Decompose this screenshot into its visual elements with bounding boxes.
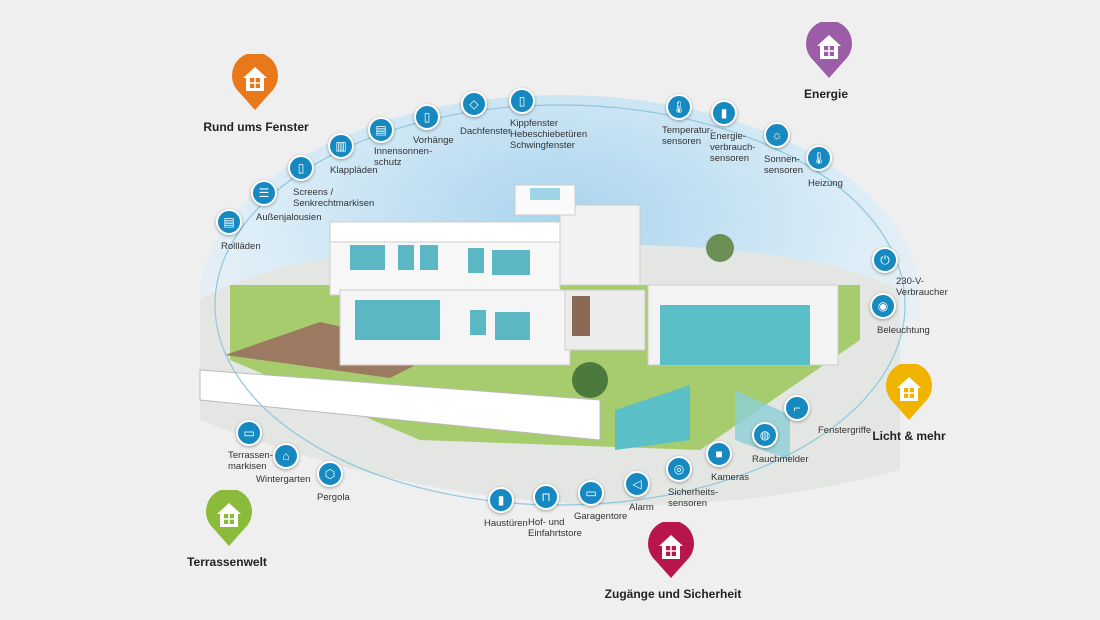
awning-icon[interactable]: ▭ (236, 420, 262, 446)
window-handle-icon[interactable]: ⌐ (784, 395, 810, 421)
roller-shutter-icon[interactable]: ▤ (216, 209, 242, 235)
item-label: Beleuchtung (877, 325, 930, 336)
item-label: Kippfenster Hebeschiebetüren Schwingfens… (510, 118, 588, 151)
item-label: 230-V- Verbraucher (896, 276, 948, 298)
item-label: Kameras (711, 472, 750, 483)
roof-window-icon[interactable]: ◇ (461, 91, 487, 117)
item-label: Klappläden (330, 165, 378, 176)
category-title: Rund ums Fenster (203, 120, 309, 134)
gate-icon[interactable]: ⊓ (533, 484, 559, 510)
energy-bars-icon[interactable]: ▮ (711, 100, 737, 126)
item-label: Hof- und Einfahrtstore (528, 517, 582, 539)
item-label: Innensonnen- schutz (374, 146, 433, 168)
curtain-icon[interactable]: ▯ (414, 104, 440, 130)
connection-ring (214, 104, 906, 506)
sun-icon[interactable]: ☼ (764, 122, 790, 148)
item-label: Sicherheits- sensoren (668, 487, 719, 509)
category-pin-licht-und-mehr[interactable] (885, 362, 933, 420)
item-label: Rauchmelder (752, 454, 809, 465)
category-pin-zugaenge-und-sicherheit[interactable] (647, 520, 695, 578)
door-icon[interactable]: ▮ (488, 487, 514, 513)
house-pin-icon (886, 362, 932, 420)
item-label: Rollläden (221, 241, 261, 252)
item-label: Energie- verbrauch- sensoren (710, 131, 756, 164)
category-title: Zugänge und Sicherheit (604, 587, 742, 601)
house-pin-icon (648, 520, 694, 578)
item-label: Screens / Senkrechtmarkisen (293, 187, 375, 209)
garage-door-icon[interactable]: ▭ (578, 480, 604, 506)
conservatory-icon[interactable]: ⌂ (273, 443, 299, 469)
item-label: Temperatur- sensoren (662, 125, 714, 147)
item-label: Fenstergriffe (818, 425, 872, 436)
item-label: Außenjalousien (256, 212, 322, 223)
item-label: Vorhänge (413, 135, 454, 146)
category-pin-rund-ums-fenster[interactable] (231, 52, 279, 110)
security-sensor-icon[interactable]: ◎ (666, 456, 692, 482)
category-title: Energie (803, 87, 849, 101)
item-label: Dachfenster (460, 126, 512, 137)
category-pin-terrassenwelt[interactable] (205, 488, 253, 546)
item-label: Haustüren (484, 518, 528, 529)
bulb-icon[interactable]: ◉ (870, 293, 896, 319)
shutters-icon[interactable]: ▥ (328, 133, 354, 159)
inner-shade-icon[interactable]: ▤ (368, 117, 394, 143)
screen-icon[interactable]: ▯ (288, 155, 314, 181)
item-label: Pergola (317, 492, 350, 503)
item-label: Garagentore (574, 511, 628, 522)
camera-icon[interactable]: ■ (706, 441, 732, 467)
blinds-icon[interactable]: ☰ (251, 180, 277, 206)
heating-icon[interactable]: 🌡 (806, 145, 832, 171)
smoke-detector-icon[interactable]: ◍ (752, 422, 778, 448)
item-label: Terrassen- markisen (228, 450, 273, 472)
house-pin-icon (232, 52, 278, 110)
item-label: Heizung (808, 178, 843, 189)
plug-icon[interactable]: ⏻ (872, 247, 898, 273)
item-label: Sonnen- sensoren (764, 154, 804, 176)
category-pin-energie[interactable] (805, 20, 853, 78)
house-pin-icon (206, 488, 252, 546)
house-pin-icon (806, 20, 852, 78)
window-icon[interactable]: ▯ (509, 88, 535, 114)
thermometer-icon[interactable]: 🌡 (666, 94, 692, 120)
item-label: Alarm (629, 502, 654, 513)
item-label: Wintergarten (256, 474, 311, 485)
category-title: Terrassenwelt (187, 555, 267, 569)
pergola-icon[interactable]: ⬡ (317, 461, 343, 487)
speaker-icon[interactable]: ◁ (624, 471, 650, 497)
category-title: Licht & mehr (872, 429, 946, 443)
